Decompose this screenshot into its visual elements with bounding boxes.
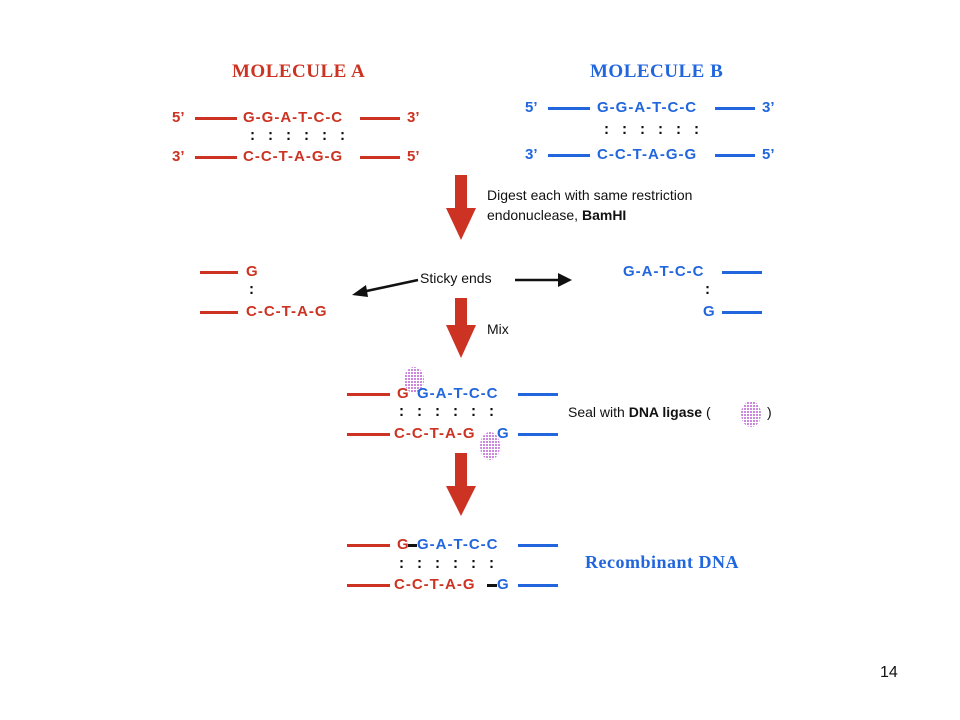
seal-top-blue-sequence: G-A-T-C-C <box>417 385 499 402</box>
mix-label: Mix <box>487 321 509 337</box>
seal-open-paren: ( <box>705 404 711 420</box>
seal-top-red-base: G <box>397 385 410 402</box>
sticky-right-pair: : <box>703 282 713 299</box>
digest-instruction-line1: Digest each with same restriction <box>487 187 693 203</box>
molecule-b-bottom-3-prime: 3’ <box>525 146 538 163</box>
molecule-b-bottom-5-prime: 5’ <box>762 146 775 163</box>
sticky-left-bottom-strand <box>200 311 238 314</box>
sticky-right-top-strand <box>722 271 762 274</box>
recomb-bottom-left-strand <box>347 584 390 587</box>
recomb-bottom-bond <box>487 584 497 587</box>
molecule-a-top-3-prime: 3’ <box>407 109 420 126</box>
molecule-a-top-5-prime: 5’ <box>172 109 185 126</box>
sticky-left-top-strand <box>200 271 238 274</box>
molecule-a-bottom-3-prime: 3’ <box>172 148 185 165</box>
seal-prefix: Seal with <box>568 404 629 420</box>
right-arrow-icon <box>515 273 572 287</box>
seal-bottom-right-strand <box>518 433 558 436</box>
page-number: 14 <box>880 664 898 681</box>
molecule-b-base-pairs: : : : : : : <box>602 122 702 139</box>
molecule-b-top-5-prime: 5’ <box>525 99 538 116</box>
ligase-enzyme-icon <box>404 367 424 393</box>
seal-instruction: Seal with DNA ligase ( <box>568 405 711 419</box>
sticky-left-pair: : <box>247 282 257 299</box>
recomb-top-right-strand <box>518 544 558 547</box>
molecule-a-title: MOLECULE A <box>232 61 366 82</box>
sticky-right-bottom-base: G <box>703 303 716 320</box>
seal-bottom-red-sequence: C-C-T-A-G <box>394 425 476 442</box>
molecule-a-bottom-left-strand <box>195 156 237 159</box>
molecule-a-base-pairs: : : : : : : <box>248 128 348 145</box>
molecule-b-top-left-strand <box>548 107 590 110</box>
seal-base-pairs: : : : : : : <box>397 404 497 421</box>
recombinant-dna-label: Recombinant DNA <box>585 552 739 572</box>
seal-top-right-strand <box>518 393 558 396</box>
recomb-bottom-red-sequence: C-C-T-A-G <box>394 576 476 593</box>
molecule-b-top-sequence: G-G-A-T-C-C <box>597 99 698 116</box>
recomb-top-bond <box>408 544 417 547</box>
recomb-bottom-right-strand <box>518 584 558 587</box>
ligase-enzyme-icon <box>480 432 500 460</box>
molecule-b-bottom-left-strand <box>548 154 590 157</box>
recomb-top-red-base: G <box>397 536 410 553</box>
recomb-top-left-strand <box>347 544 390 547</box>
seal-close-paren: ) <box>767 404 772 420</box>
recomb-bottom-blue-base: G <box>497 576 510 593</box>
molecule-b-top-3-prime: 3’ <box>762 99 775 116</box>
seal-bottom-left-strand <box>347 433 390 436</box>
ligase-legend-icon <box>741 401 761 427</box>
sticky-right-top-sequence: G-A-T-C-C <box>623 263 705 280</box>
sticky-left-bottom-sequence: C-C-T-A-G <box>246 303 328 320</box>
down-arrow-icon <box>446 453 476 516</box>
molecule-a-top-right-strand <box>360 117 400 120</box>
molecule-b-top-right-strand <box>715 107 755 110</box>
digest-instruction-line2: endonuclease, BamHI <box>487 208 626 222</box>
molecule-b-bottom-sequence: C-C-T-A-G-G <box>597 146 698 163</box>
seal-top-left-strand <box>347 393 390 396</box>
left-arrow-icon <box>352 278 419 297</box>
sticky-ends-label: Sticky ends <box>420 270 492 286</box>
digest-instruction-prefix: endonuclease, <box>487 207 582 223</box>
molecule-a-bottom-right-strand <box>360 156 400 159</box>
seal-bottom-blue-base: G <box>497 425 510 442</box>
enzyme-name: BamHI <box>581 207 627 223</box>
molecule-b-bottom-right-strand <box>715 154 755 157</box>
molecule-b-title: MOLECULE B <box>590 61 724 82</box>
down-arrow-icon <box>446 175 476 240</box>
ligase-name: DNA ligase <box>628 404 703 420</box>
molecule-a-bottom-sequence: C-C-T-A-G-G <box>243 148 344 165</box>
sticky-left-top-base: G <box>246 263 259 280</box>
recomb-base-pairs: : : : : : : <box>397 556 497 573</box>
down-arrow-icon <box>446 298 476 358</box>
molecule-a-top-left-strand <box>195 117 237 120</box>
molecule-a-bottom-5-prime: 5’ <box>407 148 420 165</box>
recomb-top-blue-sequence: G-A-T-C-C <box>417 536 499 553</box>
molecule-a-top-sequence: G-G-A-T-C-C <box>243 109 344 126</box>
sticky-right-bottom-strand <box>722 311 762 314</box>
